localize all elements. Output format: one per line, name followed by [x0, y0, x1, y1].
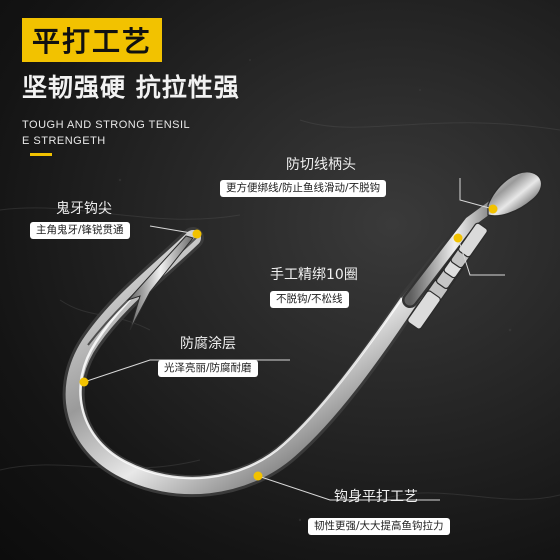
hook-body	[62, 227, 461, 498]
marker-dot-point	[192, 229, 202, 239]
english-tagline-line1: TOUGH AND STRONG TENSIL	[22, 119, 191, 131]
marker-dot-coating	[79, 377, 89, 387]
callout-detail-point: 主角鬼牙/锋锐贯通	[30, 222, 130, 239]
callout-detail-wrap: 不脱钩/不松线	[270, 291, 349, 308]
marker-dot-body	[253, 471, 263, 481]
marker-dot-head	[488, 204, 498, 214]
leader-line-wrap	[457, 237, 505, 276]
leader-line-head	[459, 178, 494, 210]
callout-detail-head: 更方便绑线/防止鱼线滑动/不脱钩	[220, 180, 387, 197]
callout-detail-coating: 光泽亮丽/防腐耐磨	[158, 360, 258, 377]
callout-title-head: 防切线柄头	[286, 157, 356, 173]
callout-detail-body: 韧性更强/大大提高鱼钩拉力	[308, 518, 450, 535]
title-badge: 平打工艺	[22, 18, 162, 62]
english-tagline-line2: E STRENGETH	[22, 135, 106, 147]
english-tagline: TOUGH AND STRONG TENSIL E STRENGETH	[22, 117, 222, 149]
page-title: 平打工艺	[31, 25, 152, 58]
thread-wrap	[407, 222, 488, 330]
callout-title-wrap: 手工精绑10圈	[270, 267, 358, 283]
marker-dot-wrap	[453, 233, 463, 243]
hook-head	[487, 171, 543, 217]
accent-bar	[30, 153, 52, 156]
leader-line-point	[149, 225, 198, 235]
leader-line-body	[257, 475, 440, 501]
callout-title-point: 鬼牙钩尖	[56, 201, 112, 217]
hook-barb	[126, 235, 194, 331]
callout-title-coating: 防腐涂层	[180, 336, 236, 352]
subtitle: 坚韧强硬 抗拉性强	[22, 73, 240, 102]
callout-title-body: 钩身平打工艺	[334, 489, 418, 505]
